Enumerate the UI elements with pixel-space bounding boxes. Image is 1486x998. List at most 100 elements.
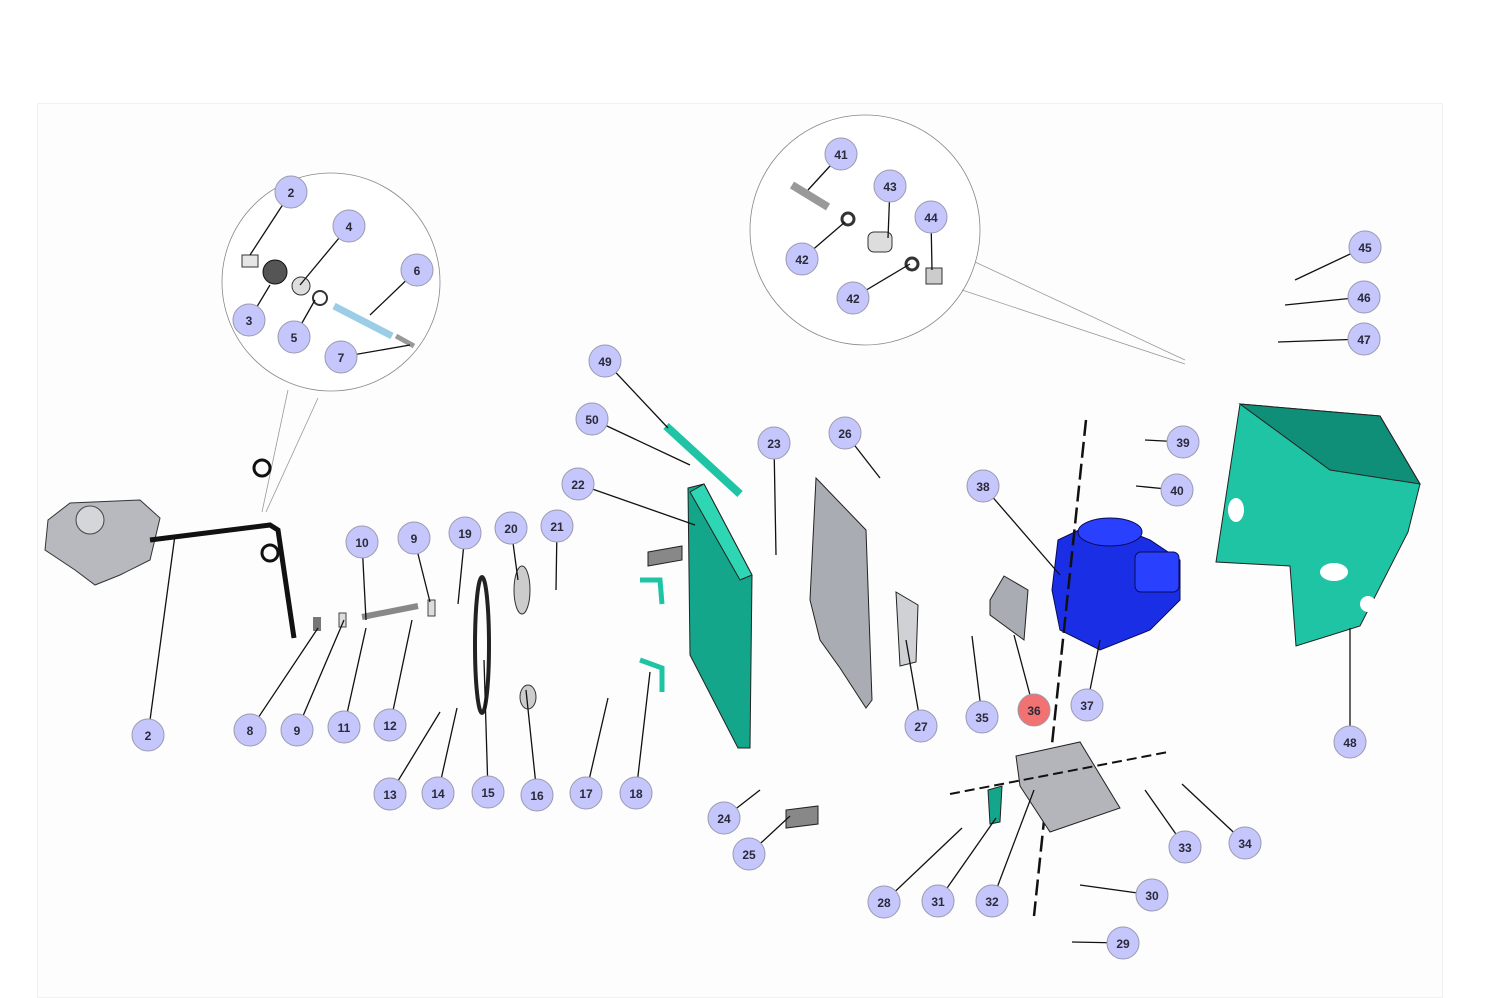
callout-2[interactable]: 2 — [131, 718, 165, 752]
callout-bubble[interactable] — [707, 801, 741, 835]
callout-bubble[interactable] — [561, 467, 595, 501]
callout-19[interactable]: 19 — [448, 516, 482, 550]
callout-bubble[interactable] — [277, 320, 311, 354]
callout-bubble[interactable] — [471, 775, 505, 809]
callout-6-detail-left[interactable]: 6 — [400, 253, 434, 287]
callout-21[interactable]: 21 — [540, 509, 574, 543]
gearbox-part[interactable] — [44, 499, 161, 586]
callout-bubble[interactable] — [1166, 425, 1200, 459]
callout-27[interactable]: 27 — [904, 709, 938, 743]
callout-31[interactable]: 31 — [921, 884, 955, 918]
callout-bubble[interactable] — [914, 200, 948, 234]
callout-18[interactable]: 18 — [619, 776, 653, 810]
gray-panel-part[interactable] — [809, 476, 873, 709]
callout-39[interactable]: 39 — [1166, 425, 1200, 459]
callout-bubble[interactable] — [324, 340, 358, 374]
base-plate-part[interactable] — [1015, 741, 1121, 833]
callout-13[interactable]: 13 — [373, 777, 407, 811]
callout-15[interactable]: 15 — [471, 775, 505, 809]
callout-32[interactable]: 32 — [975, 884, 1009, 918]
callout-bubble[interactable] — [232, 303, 266, 337]
callout-bubble[interactable] — [373, 777, 407, 811]
callout-bubble[interactable] — [1017, 693, 1051, 727]
callout-12[interactable]: 12 — [373, 708, 407, 742]
callout-bubble[interactable] — [520, 778, 554, 812]
callout-46[interactable]: 46 — [1347, 280, 1381, 314]
callout-bubble[interactable] — [332, 209, 366, 243]
pulley-part[interactable] — [513, 565, 531, 615]
callout-47[interactable]: 47 — [1347, 322, 1381, 356]
callout-7-detail-left[interactable]: 7 — [324, 340, 358, 374]
callout-bubble[interactable] — [732, 837, 766, 871]
callout-26[interactable]: 26 — [828, 416, 862, 450]
callout-bubble[interactable] — [233, 713, 267, 747]
callout-41-detail-right[interactable]: 41 — [824, 137, 858, 171]
callout-bubble[interactable] — [1333, 725, 1367, 759]
callout-bubble[interactable] — [873, 169, 907, 203]
callout-bubble[interactable] — [904, 709, 938, 743]
callout-bubble[interactable] — [327, 710, 361, 744]
belt-part[interactable] — [473, 575, 491, 715]
callout-bubble[interactable] — [280, 713, 314, 747]
callout-16[interactable]: 16 — [520, 778, 554, 812]
callout-bubble[interactable] — [966, 469, 1000, 503]
callout-8[interactable]: 8 — [233, 713, 267, 747]
callout-bubble[interactable] — [1228, 826, 1262, 860]
callout-bubble[interactable] — [1135, 878, 1169, 912]
callout-bubble[interactable] — [867, 885, 901, 919]
callout-bubble[interactable] — [1070, 688, 1104, 722]
callout-49[interactable]: 49 — [588, 344, 622, 378]
callout-48[interactable]: 48 — [1333, 725, 1367, 759]
callout-34[interactable]: 34 — [1228, 826, 1262, 860]
callout-30[interactable]: 30 — [1135, 878, 1169, 912]
clamp-part[interactable] — [260, 543, 280, 563]
callout-10[interactable]: 10 — [345, 525, 379, 559]
callout-40[interactable]: 40 — [1160, 473, 1194, 507]
callout-44-detail-right[interactable]: 44 — [914, 200, 948, 234]
clamp-part[interactable] — [252, 458, 272, 478]
callout-2-detail-left[interactable]: 2 — [274, 175, 308, 209]
callout-bubble[interactable] — [540, 509, 574, 543]
callout-24[interactable]: 24 — [707, 801, 741, 835]
callout-bubble[interactable] — [757, 426, 791, 460]
callout-33[interactable]: 33 — [1168, 830, 1202, 864]
callout-37[interactable]: 37 — [1070, 688, 1104, 722]
callout-bubble[interactable] — [1348, 230, 1382, 264]
callout-bubble[interactable] — [828, 416, 862, 450]
callout-14[interactable]: 14 — [421, 776, 455, 810]
callout-38[interactable]: 38 — [966, 469, 1000, 503]
callout-bubble[interactable] — [494, 511, 528, 545]
callout-bubble[interactable] — [421, 776, 455, 810]
callout-bubble[interactable] — [588, 344, 622, 378]
callout-35[interactable]: 35 — [965, 700, 999, 734]
callout-43-detail-right[interactable]: 43 — [873, 169, 907, 203]
callout-bubble[interactable] — [397, 521, 431, 555]
callout-42-detail-right[interactable]: 42 — [836, 281, 870, 315]
callout-bubble[interactable] — [619, 776, 653, 810]
callout-4-detail-left[interactable]: 4 — [332, 209, 366, 243]
callout-9[interactable]: 9 — [280, 713, 314, 747]
callout-bubble[interactable] — [1347, 280, 1381, 314]
callout-bubble[interactable] — [345, 525, 379, 559]
callout-25[interactable]: 25 — [732, 837, 766, 871]
callout-28[interactable]: 28 — [867, 885, 901, 919]
callout-bubble[interactable] — [569, 776, 603, 810]
callout-bubble[interactable] — [400, 253, 434, 287]
callout-29[interactable]: 29 — [1106, 926, 1140, 960]
callout-bubble[interactable] — [965, 700, 999, 734]
callout-9[interactable]: 9 — [397, 521, 431, 555]
callout-3-detail-left[interactable]: 3 — [232, 303, 266, 337]
callout-bubble[interactable] — [1347, 322, 1381, 356]
callout-bubble[interactable] — [836, 281, 870, 315]
callout-bubble[interactable] — [975, 884, 1009, 918]
callout-50[interactable]: 50 — [575, 402, 609, 436]
drive-pipe-part[interactable] — [149, 522, 297, 639]
callout-bubble[interactable] — [448, 516, 482, 550]
callout-11[interactable]: 11 — [327, 710, 361, 744]
callout-bubble[interactable] — [921, 884, 955, 918]
callout-5-detail-left[interactable]: 5 — [277, 320, 311, 354]
callout-36[interactable]: 36 — [1017, 693, 1051, 727]
callout-bubble[interactable] — [785, 242, 819, 276]
callout-20[interactable]: 20 — [494, 511, 528, 545]
callout-42-detail-right[interactable]: 42 — [785, 242, 819, 276]
